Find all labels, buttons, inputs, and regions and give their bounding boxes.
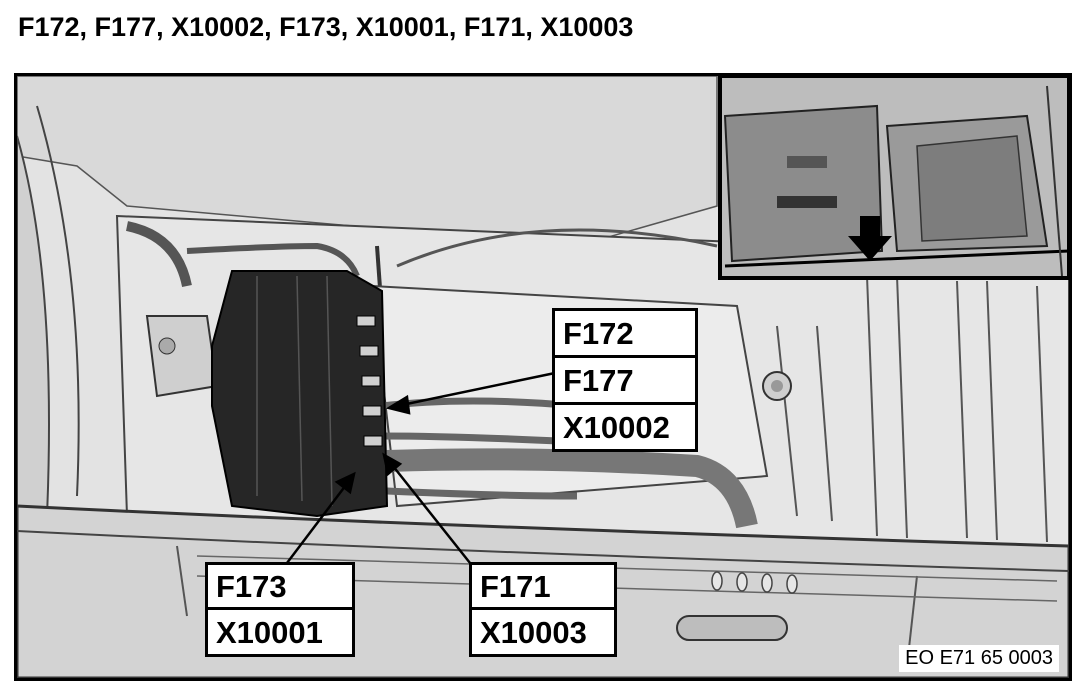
callout-x10001: X10001 [205, 607, 355, 657]
callout-x10003: X10003 [469, 607, 617, 657]
callout-f172: F172 [552, 308, 698, 358]
page-title: F172, F177, X10002, F173, X10001, F171, … [18, 12, 634, 42]
callout-f177: F177 [552, 355, 698, 405]
inset-view [718, 76, 1069, 280]
leader-lines [286, 371, 556, 564]
trunk-illustration [17, 76, 1069, 678]
callout-f171: F171 [469, 562, 617, 610]
callout-x10002: X10002 [552, 402, 698, 452]
figure-code: EO E71 65 0003 [899, 645, 1059, 672]
callout-f173: F173 [205, 562, 355, 610]
diagram-frame: F172 F177 X10002 F173 X10001 F171 X10003… [14, 73, 1072, 681]
